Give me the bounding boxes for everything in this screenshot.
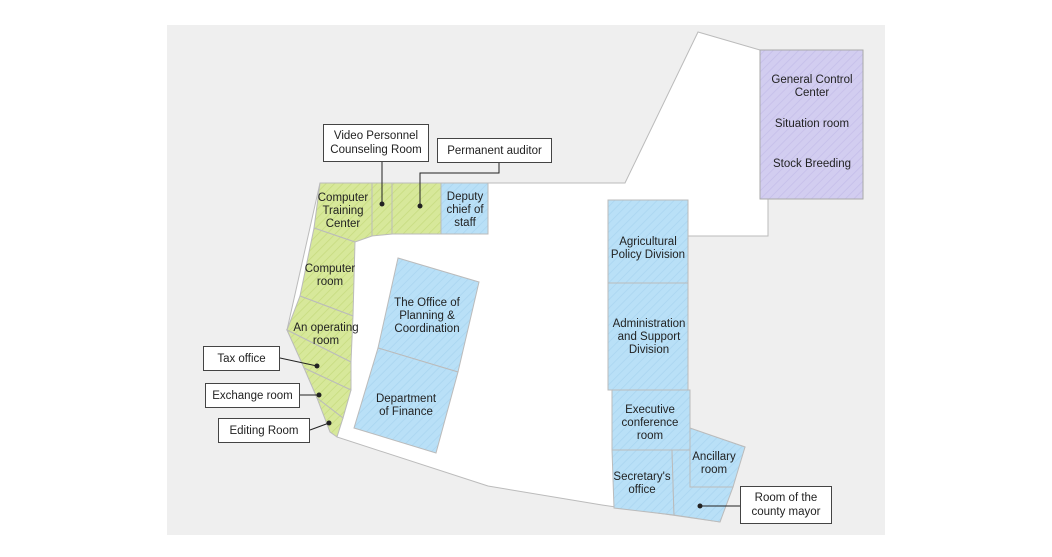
- room-county-mayor[interactable]: [671, 449, 734, 523]
- label-line: room: [313, 335, 339, 347]
- label-line: room: [701, 464, 727, 476]
- label-line: Computer: [318, 192, 369, 204]
- leader-tax-office: [279, 357, 318, 367]
- label-line: Computer: [305, 263, 356, 275]
- label-line: chief of: [446, 204, 484, 216]
- label-line: Center: [795, 87, 830, 99]
- room-executive-conference[interactable]: [611, 389, 691, 451]
- label-line: and Support: [618, 331, 681, 343]
- label-stock-breeding: Stock Breeding: [773, 158, 851, 170]
- label-line: Coordination: [394, 323, 459, 335]
- leader-permanent-auditor: [419, 162, 500, 206]
- label-line: conference: [622, 417, 679, 429]
- label-line: An operating: [293, 322, 358, 334]
- label-line: of Finance: [379, 406, 433, 418]
- callout-video-personnel-counseling: Video Personnel Counseling Room: [323, 124, 429, 162]
- room-editing-room[interactable]: [315, 396, 344, 438]
- label-line: Training: [322, 205, 363, 217]
- dot-tax-office: [314, 363, 320, 369]
- label-line: Planning &: [399, 310, 455, 322]
- callout-county-mayor: Room of the county mayor: [740, 486, 832, 524]
- label-line: room: [317, 276, 343, 288]
- label-line: Division: [629, 344, 669, 356]
- label-line: Secretary's: [613, 471, 670, 483]
- room-department-of-finance[interactable]: [353, 347, 459, 454]
- dot-exchange-room: [316, 392, 322, 398]
- dot-editing-room: [326, 420, 332, 426]
- label-line: Agricultural: [619, 236, 677, 248]
- label-line: room: [637, 430, 663, 442]
- dot-permanent-auditor: [417, 203, 423, 209]
- label-line: Stock Breeding: [773, 158, 851, 170]
- callout-editing-room: Editing Room: [218, 418, 310, 443]
- callout-tax-office: Tax office: [203, 346, 280, 371]
- dot-video-personnel: [379, 201, 385, 207]
- label-line: office: [628, 484, 655, 496]
- label-line: General Control: [771, 74, 852, 86]
- leader-editing-room: [309, 422, 330, 431]
- label-situation-room: Situation room: [775, 118, 849, 130]
- dot-county-mayor: [697, 503, 703, 509]
- room-permanent-auditor[interactable]: [391, 182, 442, 235]
- label-line: Department: [376, 393, 437, 405]
- label-line: Policy Division: [611, 249, 685, 261]
- callout-dots: [314, 201, 703, 509]
- label-line: Executive: [625, 404, 675, 416]
- label-line: Administration: [613, 318, 686, 330]
- callout-leaders: [279, 162, 740, 507]
- room-computer-training-center[interactable]: [313, 182, 373, 243]
- label-line: Situation room: [775, 118, 849, 130]
- label-line: The Office of: [394, 297, 460, 309]
- room-general-control-center[interactable]: [759, 49, 864, 200]
- label-line: staff: [454, 217, 476, 229]
- label-line: Center: [326, 218, 361, 230]
- room-agricultural-policy[interactable]: [607, 199, 689, 284]
- room-deputy-chief-of-staff[interactable]: [440, 182, 489, 235]
- callout-exchange-room: Exchange room: [205, 383, 300, 408]
- label-line: Ancillary: [692, 451, 736, 463]
- room-administration-support[interactable]: [607, 282, 689, 391]
- label-line: Deputy: [447, 191, 484, 203]
- callout-permanent-auditor: Permanent auditor: [437, 138, 552, 163]
